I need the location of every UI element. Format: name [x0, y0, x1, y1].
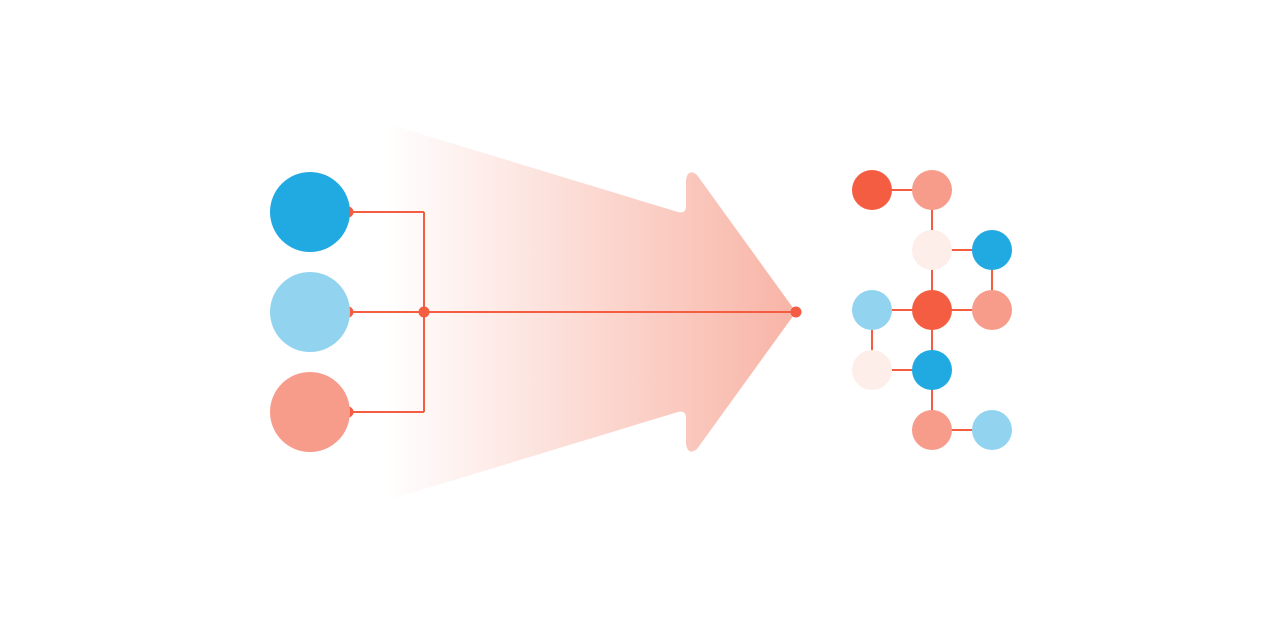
junction-dot [418, 306, 430, 318]
graph-nodes [852, 170, 1012, 450]
graph-node-n2 [912, 170, 952, 210]
graph-node-n7 [972, 290, 1012, 330]
graph-node-n6 [912, 290, 952, 330]
output-dot [790, 306, 802, 318]
input-node-3 [270, 372, 350, 452]
graph-node-n5 [852, 290, 892, 330]
graph-node-n8 [852, 350, 892, 390]
graph-node-n3 [912, 230, 952, 270]
graph-node-n9 [912, 350, 952, 390]
graph-node-n10 [912, 410, 952, 450]
graph-node-n1 [852, 170, 892, 210]
input-node-2 [270, 272, 350, 352]
input-node-1 [270, 172, 350, 252]
graph-node-n11 [972, 410, 1012, 450]
graph-node-n4 [972, 230, 1012, 270]
input-nodes [270, 172, 350, 452]
